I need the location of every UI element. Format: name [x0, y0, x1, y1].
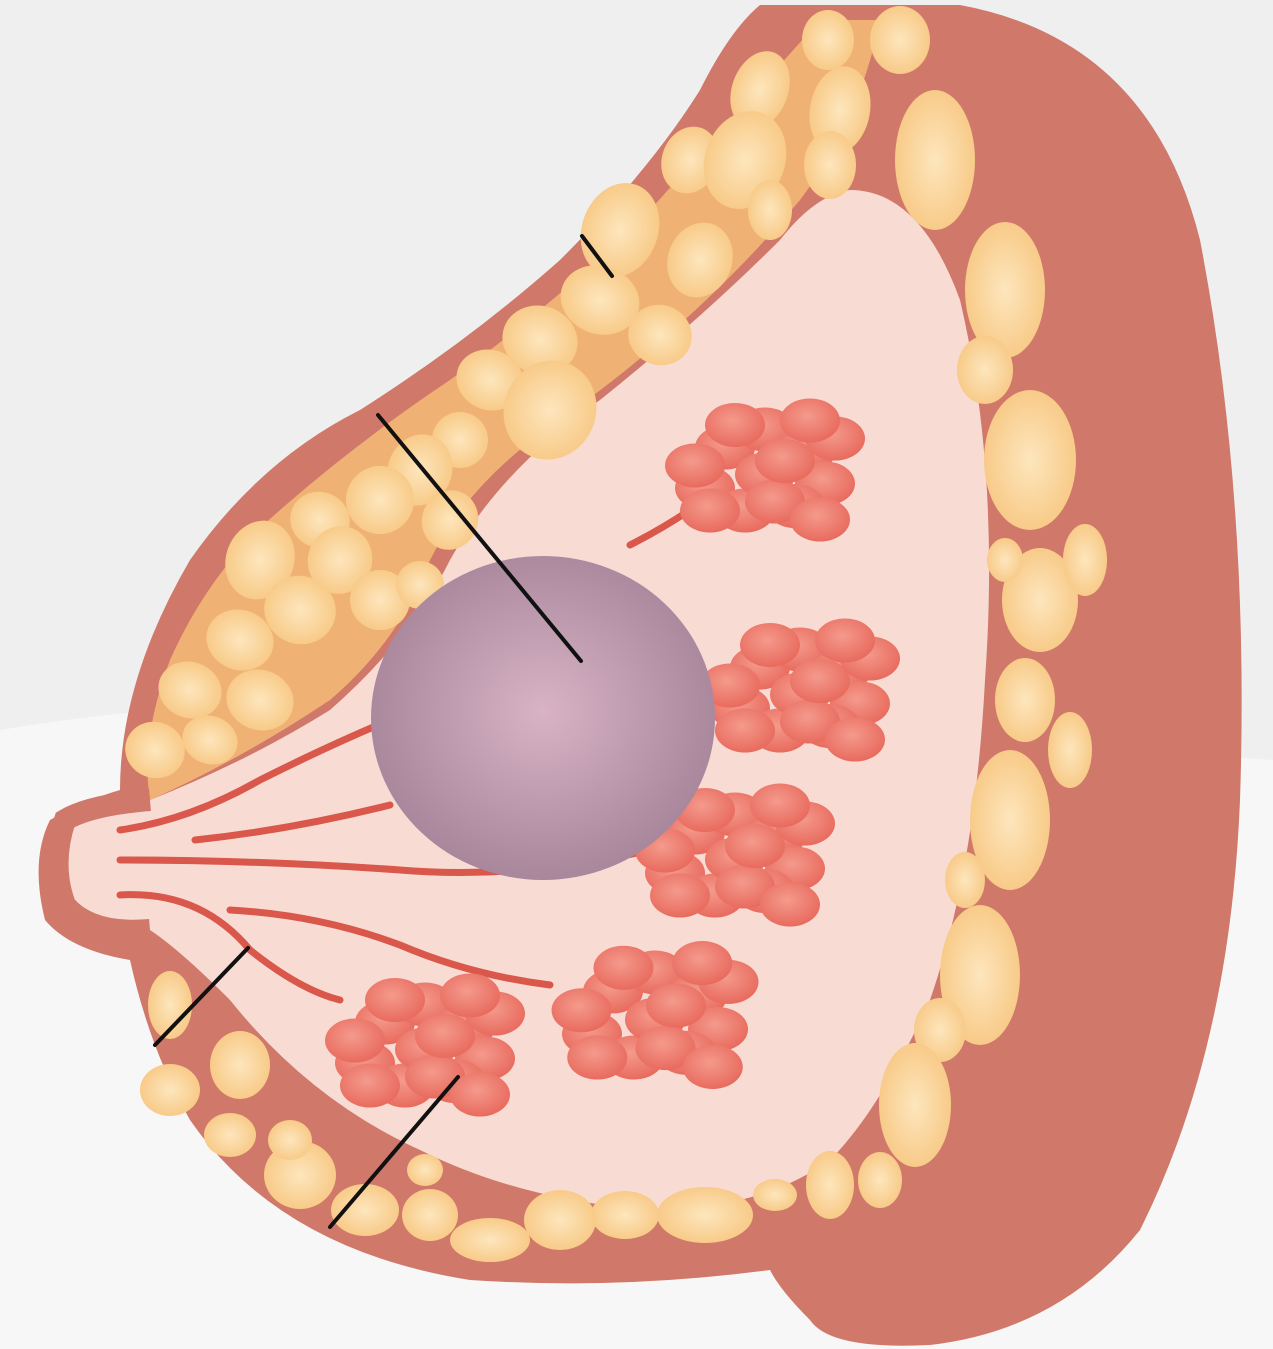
fat-lobule — [268, 1120, 312, 1160]
fat-lobule — [895, 90, 975, 230]
gland-lobule — [340, 1064, 400, 1108]
gland-lobule — [450, 1073, 510, 1117]
gland-lobule — [646, 984, 706, 1028]
fat-lobule — [1063, 524, 1107, 596]
fat-lobule — [806, 1151, 854, 1219]
gland-lobule — [705, 403, 765, 447]
fat-lobule — [407, 1154, 443, 1186]
gland-lobule — [715, 709, 775, 753]
gland-lobule — [415, 1014, 475, 1058]
fat-lobule — [858, 1152, 902, 1208]
gland-lobule — [760, 883, 820, 927]
gland-lobule — [825, 718, 885, 762]
fat-lobule — [210, 1031, 270, 1099]
fat-lobule — [657, 1187, 753, 1243]
gland-lobule — [740, 623, 800, 667]
gland-lobule — [552, 988, 612, 1032]
gland-lobule — [750, 784, 810, 828]
gland-lobule — [594, 946, 654, 990]
gland-lobule — [790, 659, 850, 703]
gland-lobule — [365, 978, 425, 1022]
fat-lobule — [402, 1189, 458, 1241]
fat-lobule — [995, 658, 1055, 742]
fat-lobule — [331, 1184, 399, 1236]
fat-lobule — [204, 1113, 256, 1157]
fat-lobule — [1048, 712, 1092, 788]
fat-lobule — [804, 131, 856, 199]
fat-lobule — [753, 1179, 797, 1211]
mass — [371, 556, 715, 880]
gland-lobule — [780, 399, 840, 443]
fat-lobule — [987, 538, 1023, 582]
fat-lobule — [870, 6, 930, 74]
fat-lobule — [802, 10, 854, 70]
gland-lobule — [725, 824, 785, 868]
fat-lobule — [450, 1218, 530, 1262]
fat-lobule — [879, 1043, 951, 1167]
gland-lobule — [680, 489, 740, 533]
gland-lobule — [755, 439, 815, 483]
gland-lobule — [683, 1045, 743, 1089]
fat-lobule — [524, 1190, 596, 1250]
fat-lobule — [140, 1064, 200, 1116]
gland-lobule — [567, 1036, 627, 1080]
gland-lobule — [650, 874, 710, 918]
gland-lobule — [815, 619, 875, 663]
fat-lobule — [984, 390, 1076, 530]
gland-lobule — [440, 974, 500, 1018]
gland-lobule — [790, 498, 850, 542]
gland-lobule — [325, 1019, 385, 1063]
fat-lobule — [748, 180, 792, 240]
gland-lobule — [665, 444, 725, 488]
fat-lobule — [957, 336, 1013, 404]
fat-lobule — [591, 1191, 659, 1239]
fat-lobule — [945, 852, 985, 908]
gland-lobule — [672, 941, 732, 985]
